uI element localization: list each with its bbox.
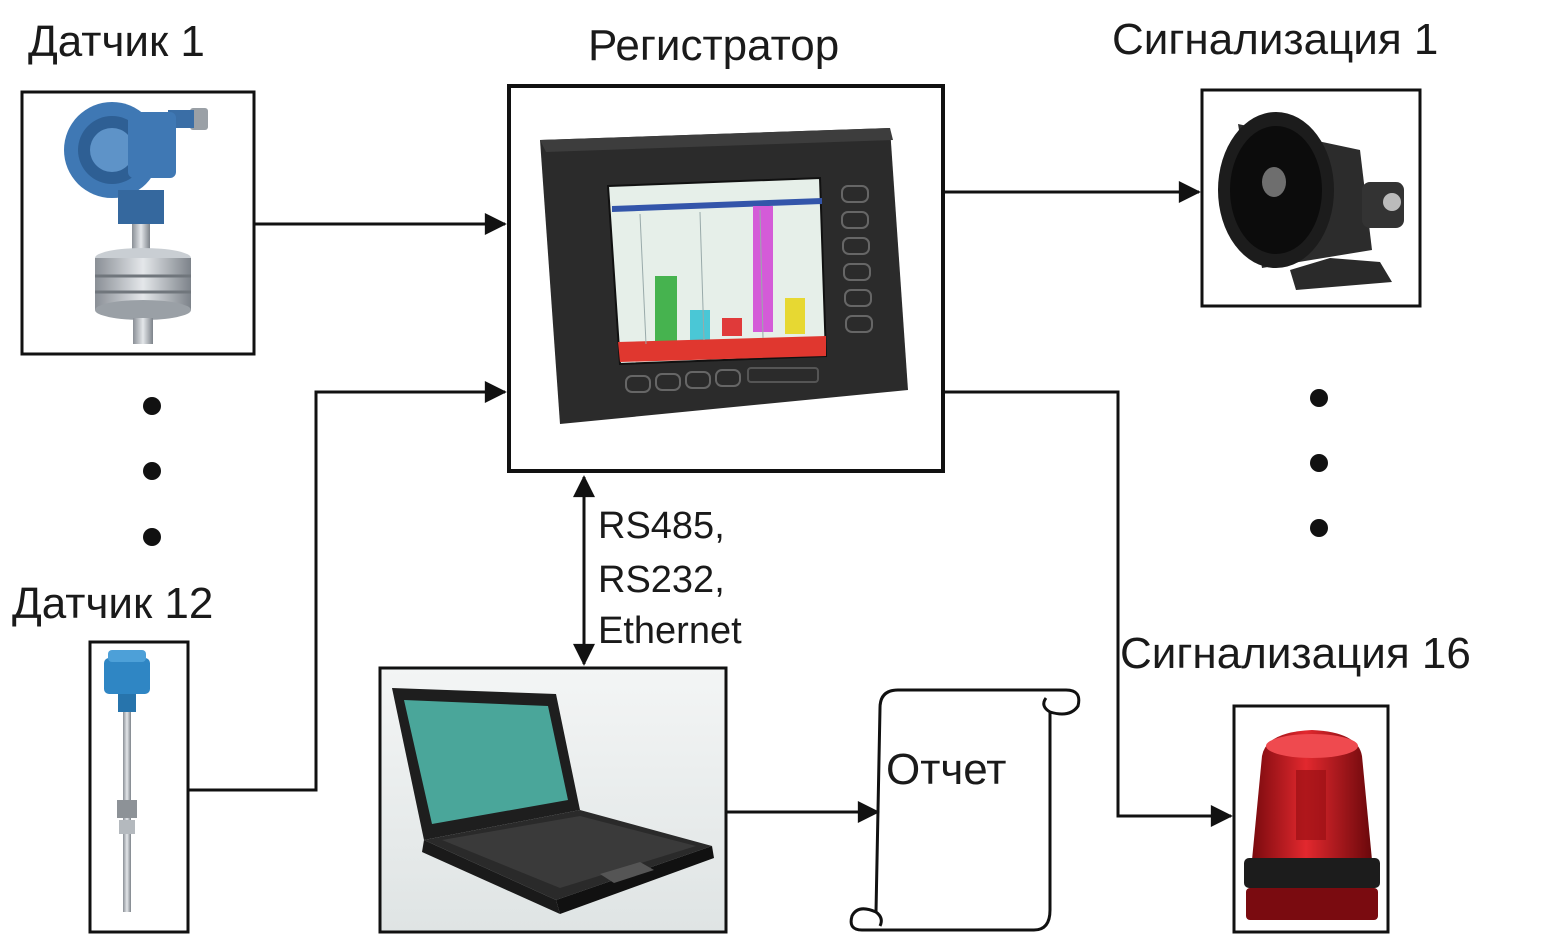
- interface-ethernet: Ethernet: [598, 610, 742, 652]
- recorder-label: Регистратор: [588, 21, 839, 70]
- sensor-first-label: Датчик 1: [28, 17, 205, 66]
- interface-label: RS485, RS232, Ethernet: [598, 505, 742, 652]
- pressure-transmitter-icon: [64, 102, 208, 344]
- connector-recorder-alarm16: [943, 390, 1233, 827]
- interface-rs485: RS485,: [598, 505, 725, 547]
- sensor-last-box: [88, 640, 190, 934]
- alarm-first-label: Сигнализация 1: [1112, 15, 1438, 64]
- sensor-last-label: Датчик 12: [12, 579, 213, 628]
- alarm-last-box: [1232, 704, 1390, 934]
- scroll-document-icon: [849, 688, 1081, 932]
- report-box: Отчет: [849, 688, 1081, 932]
- connectors: [188, 181, 1233, 827]
- sensor-ellipsis: [143, 397, 161, 546]
- laptop-icon: [392, 688, 714, 914]
- sensor-first-box: [20, 90, 256, 356]
- interface-rs232: RS232,: [598, 559, 725, 601]
- red-beacon-icon: [1244, 730, 1380, 920]
- connector-sensor12-recorder: [188, 381, 507, 792]
- paperless-recorder-icon: [540, 128, 908, 424]
- siren-horn-icon: [1218, 112, 1404, 290]
- alarm-ellipsis: [1310, 389, 1328, 537]
- alarm-last-label: Сигнализация 16: [1120, 629, 1471, 678]
- recorder-box: [507, 84, 945, 473]
- temperature-probe-icon: [104, 650, 150, 912]
- alarm-first-box: [1200, 88, 1422, 308]
- computer-box: [378, 666, 728, 934]
- report-label: Отчет: [886, 745, 1006, 794]
